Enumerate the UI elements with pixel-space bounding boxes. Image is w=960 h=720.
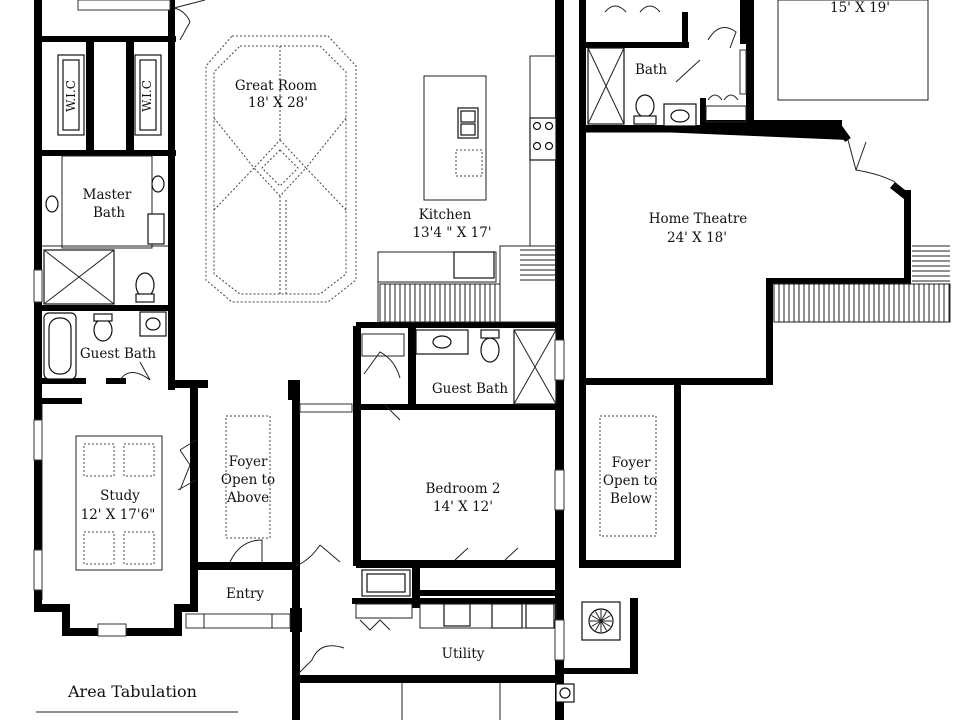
utility-fixtures bbox=[355, 569, 621, 720]
foyer-left-label-3: Above bbox=[226, 490, 269, 506]
master-bath-label-1: Master bbox=[83, 187, 132, 203]
home-theatre-walls bbox=[586, 125, 851, 143]
study-label: Study bbox=[100, 488, 140, 504]
foyer-right-label-1: Foyer bbox=[612, 455, 651, 471]
great-room-label: Great Room bbox=[235, 78, 317, 94]
great-room-dims: 18' X 28' bbox=[248, 95, 308, 111]
utility-label: Utility bbox=[442, 646, 485, 662]
foyer-left-label-1: Foyer bbox=[229, 454, 268, 470]
guest-bath-left-fixtures bbox=[43, 311, 167, 380]
master-bath-fixtures bbox=[42, 155, 168, 305]
wic-left-label: W.I.C bbox=[64, 80, 78, 112]
kitchen-dims: 13'4 " X 17' bbox=[412, 225, 491, 241]
guest-bath-center-fixtures bbox=[361, 329, 557, 405]
guest-bath-center-label: Guest Bath bbox=[432, 381, 509, 397]
windows bbox=[33, 0, 565, 661]
foyer-left-opening bbox=[225, 415, 271, 539]
top-right-room bbox=[777, 0, 929, 101]
entry-door bbox=[97, 403, 353, 637]
stairs-center bbox=[379, 249, 556, 323]
master-bath-label-2: Bath bbox=[93, 205, 125, 221]
wic-right-closet: W.I.C bbox=[134, 54, 162, 136]
bath-right-label: Bath bbox=[635, 62, 667, 78]
wic-right-label: W.I.C bbox=[140, 80, 154, 112]
foyer-right-label-2: Open to bbox=[603, 473, 657, 489]
kitchen-fixtures bbox=[377, 55, 557, 323]
top-right-dims: 15' X 19' bbox=[830, 0, 890, 16]
bedroom2-label: Bedroom 2 bbox=[426, 481, 501, 497]
great-room-ceiling bbox=[205, 35, 357, 303]
bath-right-fixtures bbox=[587, 47, 747, 127]
entry-label: Entry bbox=[226, 586, 264, 602]
home-theatre-label: Home Theatre bbox=[649, 211, 748, 227]
door-swings bbox=[119, 0, 896, 677]
bedroom2-dims: 14' X 12' bbox=[433, 499, 493, 515]
foyer-right-label-3: Below bbox=[610, 491, 652, 507]
stairs-right bbox=[773, 245, 951, 323]
study-dims: 12' X 17'6" bbox=[81, 507, 156, 523]
guest-bath-left-label: Guest Bath bbox=[80, 346, 157, 362]
home-theatre-dims: 24' X 18' bbox=[667, 230, 727, 246]
kitchen-label: Kitchen bbox=[419, 207, 472, 223]
foyer-right-opening bbox=[599, 415, 657, 537]
wic-left-closet: W.I.C bbox=[57, 54, 85, 136]
foyer-left-label-2: Open to bbox=[221, 472, 275, 488]
area-tabulation-label: Area Tabulation bbox=[67, 682, 197, 701]
